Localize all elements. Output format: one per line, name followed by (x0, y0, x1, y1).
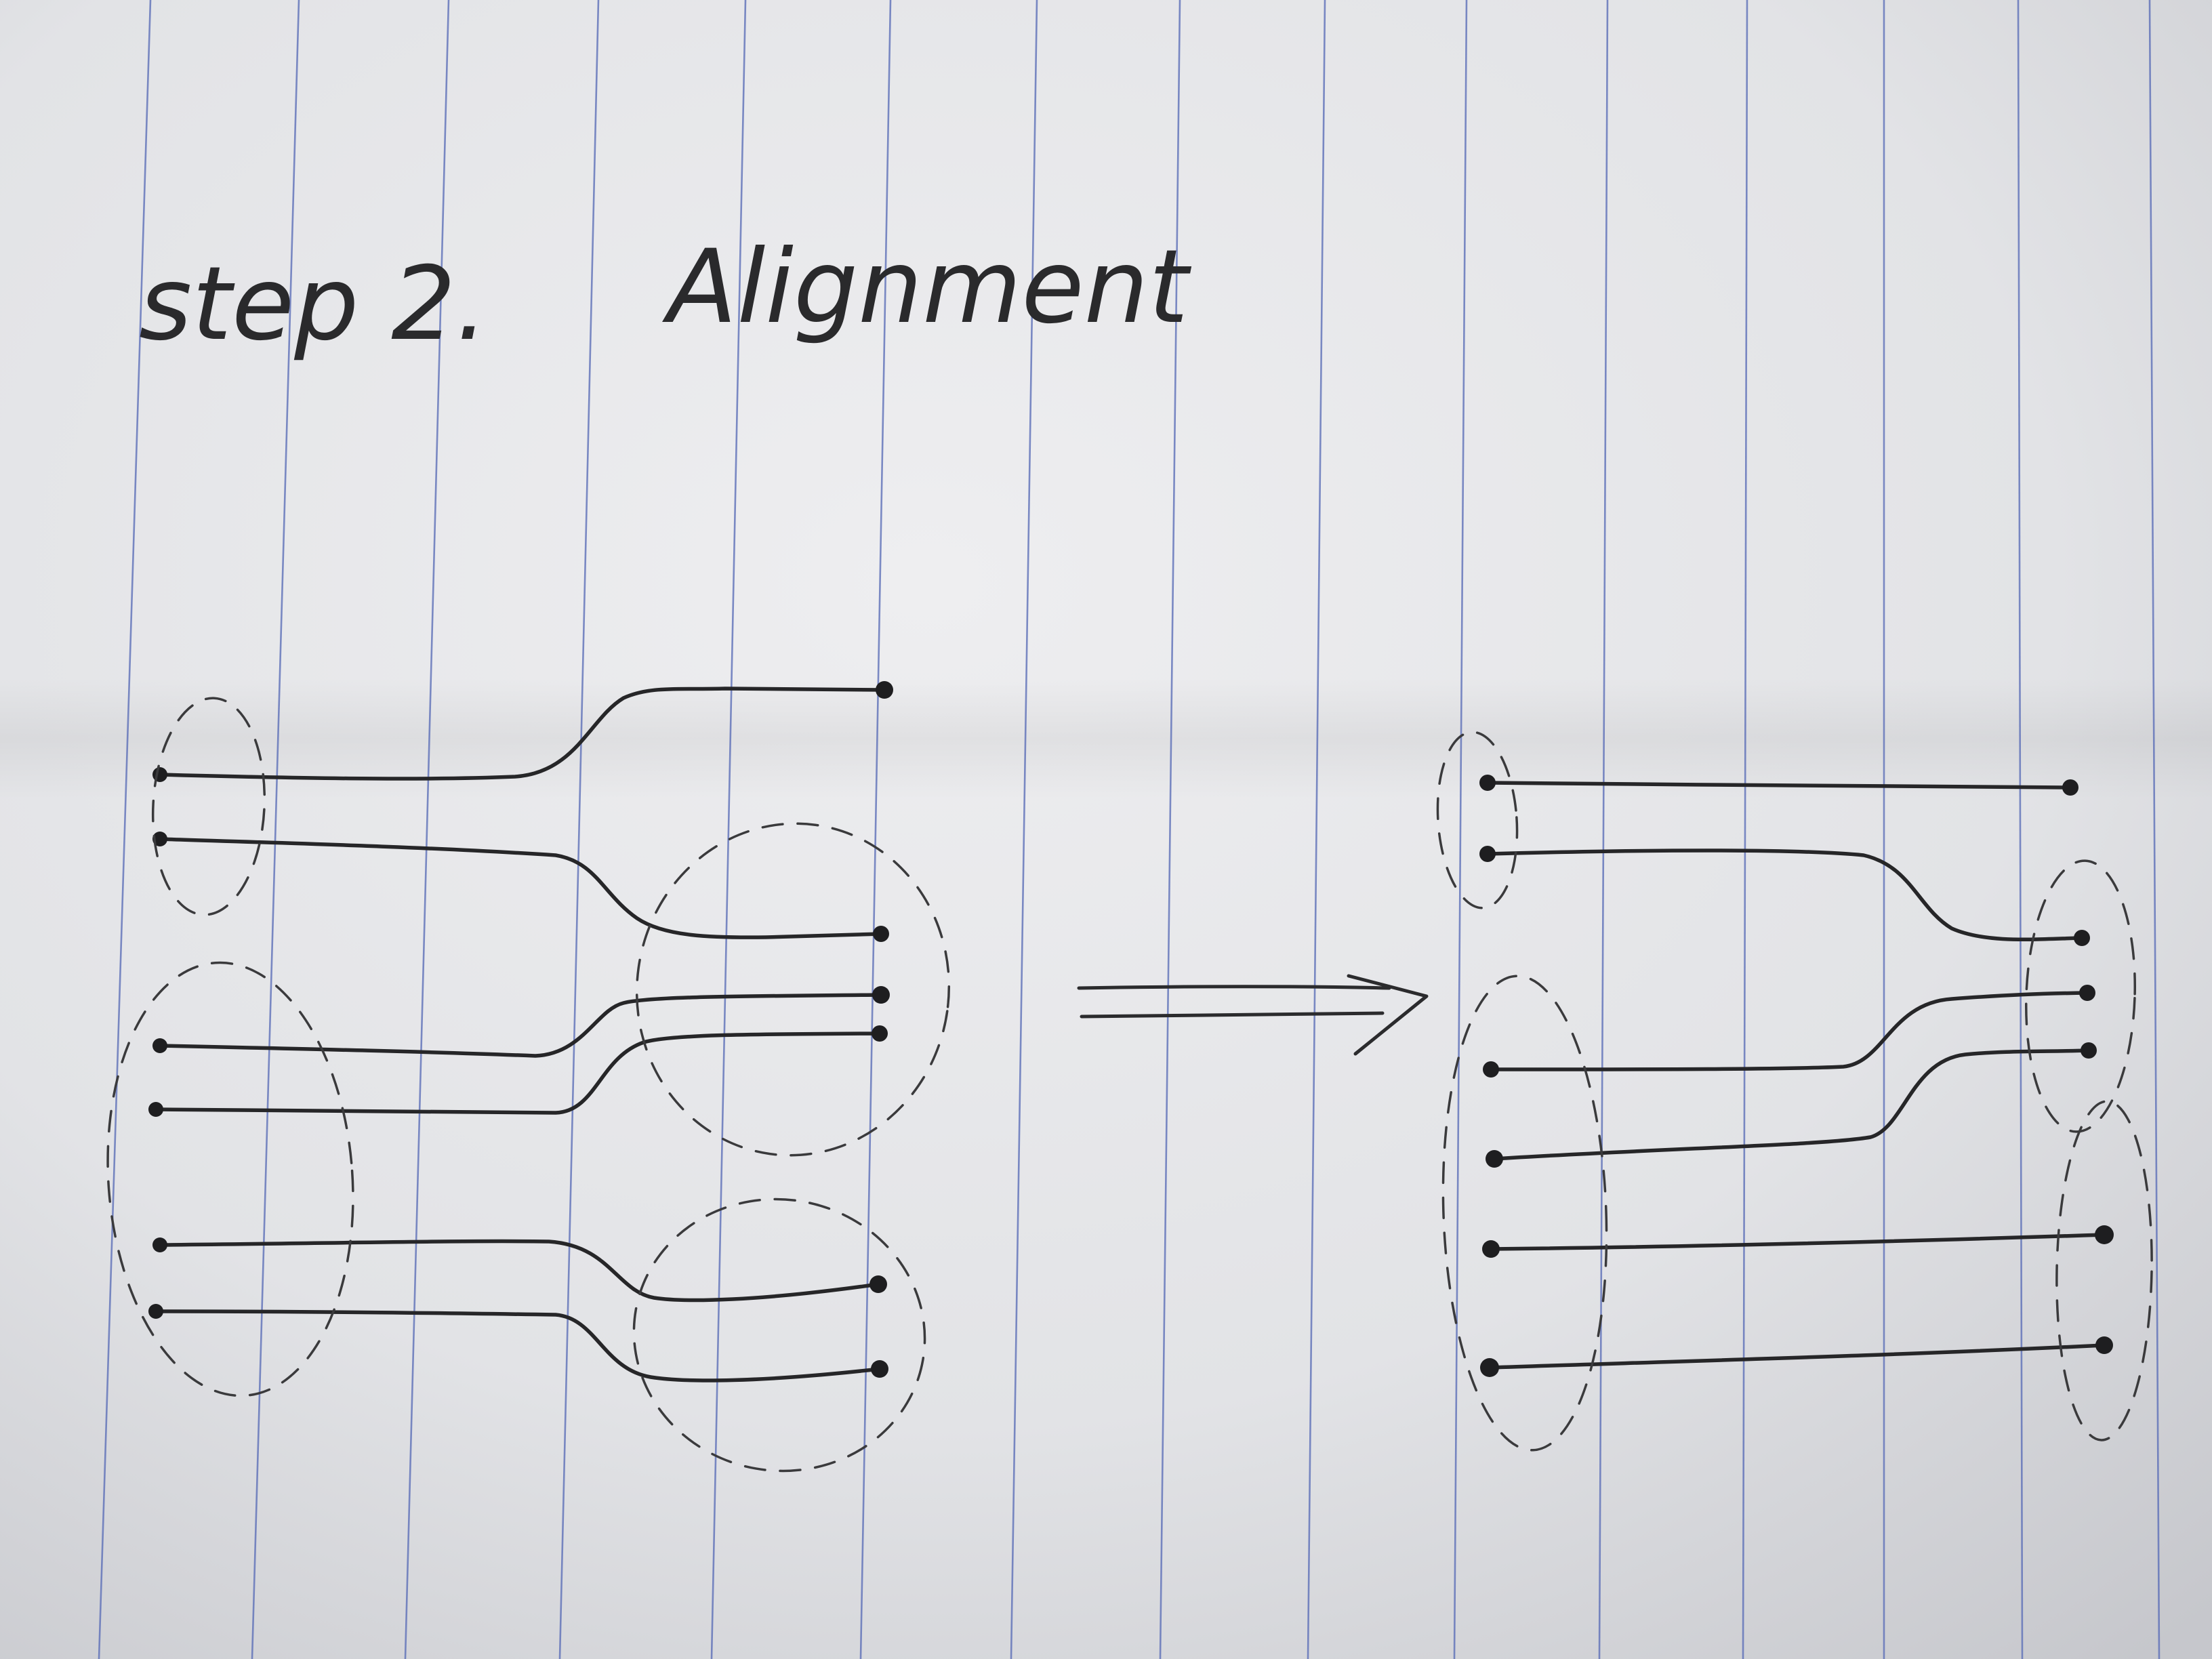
left-diagram (106, 681, 951, 1473)
endpoint-dot (2095, 1336, 2113, 1354)
endpoint-dot (152, 1237, 167, 1252)
group-loop (106, 961, 354, 1397)
ruling-line (1010, 0, 1038, 1659)
endpoint-dot (2095, 1225, 2114, 1244)
endpoint-dot (2079, 985, 2095, 1001)
ruling-line (1159, 0, 1181, 1659)
endpoint-dot (152, 1038, 167, 1053)
endpoint-dot (2062, 779, 2078, 796)
endpoint-dot (148, 1102, 163, 1117)
ruling-line (98, 0, 152, 1659)
ruling-line (251, 0, 300, 1659)
ruling-line (1598, 0, 1609, 1659)
endpoint-dot (873, 926, 889, 942)
ruling-line (710, 0, 747, 1659)
wire-left-3 (158, 993, 883, 1058)
alignment-title: Alignment (662, 228, 1192, 346)
wire-left-4 (154, 1031, 882, 1115)
ruling-line (1742, 0, 1748, 1659)
wire-right-1 (1486, 781, 2072, 790)
group-loop (2024, 859, 2137, 1133)
group-loop (1436, 731, 1519, 909)
group-loop (2055, 1100, 2153, 1441)
ruling-line (404, 0, 450, 1659)
endpoint-dot (148, 1304, 163, 1319)
wire-right-4 (1492, 1048, 2091, 1161)
endpoint-dot (1480, 1358, 1499, 1377)
wire-right-5 (1489, 1233, 2106, 1251)
endpoint-dot (869, 1275, 887, 1293)
endpoint-dot (1479, 775, 1496, 791)
step-label: step 2. (139, 245, 488, 363)
wire-left-6 (154, 1309, 882, 1382)
endpoint-dot (876, 681, 893, 699)
wire-right-3 (1489, 991, 2089, 1071)
arrow-shaft-bottom (1080, 1011, 1385, 1019)
transform-arrow (1077, 974, 1429, 1056)
wire-left-5 (158, 1239, 880, 1303)
endpoint-dot (2081, 1042, 2097, 1059)
right-diagram (1436, 731, 2153, 1452)
wire-left-2 (158, 837, 883, 939)
paper-fold-shadow (0, 678, 2212, 800)
ruling-line (859, 0, 892, 1659)
ruling-line (1453, 0, 1468, 1659)
ruled-lines (98, 0, 2160, 1659)
wire-left-1 (158, 687, 886, 781)
ruling-line (2148, 0, 2160, 1659)
wire-right-2 (1486, 848, 2084, 942)
endpoint-dot (1486, 1150, 1503, 1168)
endpoint-dot (872, 1025, 888, 1042)
endpoint-dot (1482, 1240, 1500, 1258)
group-loop (635, 822, 951, 1157)
ruling-line (2017, 0, 2024, 1659)
endpoint-dot (2074, 930, 2090, 946)
endpoint-dot (152, 832, 167, 846)
endpoint-dot (871, 1360, 888, 1378)
ruling-line (1307, 0, 1326, 1659)
group-loop (1441, 975, 1608, 1452)
group-loop (632, 1197, 926, 1473)
arrow-shaft-top (1077, 985, 1391, 990)
ruling-line (558, 0, 600, 1659)
wire-right-6 (1488, 1343, 2106, 1370)
arrow-head (1347, 974, 1429, 1056)
endpoint-dot (872, 986, 890, 1004)
endpoint-dot (1483, 1061, 1499, 1078)
group-loop (151, 697, 266, 916)
endpoint-dot (1479, 846, 1496, 862)
